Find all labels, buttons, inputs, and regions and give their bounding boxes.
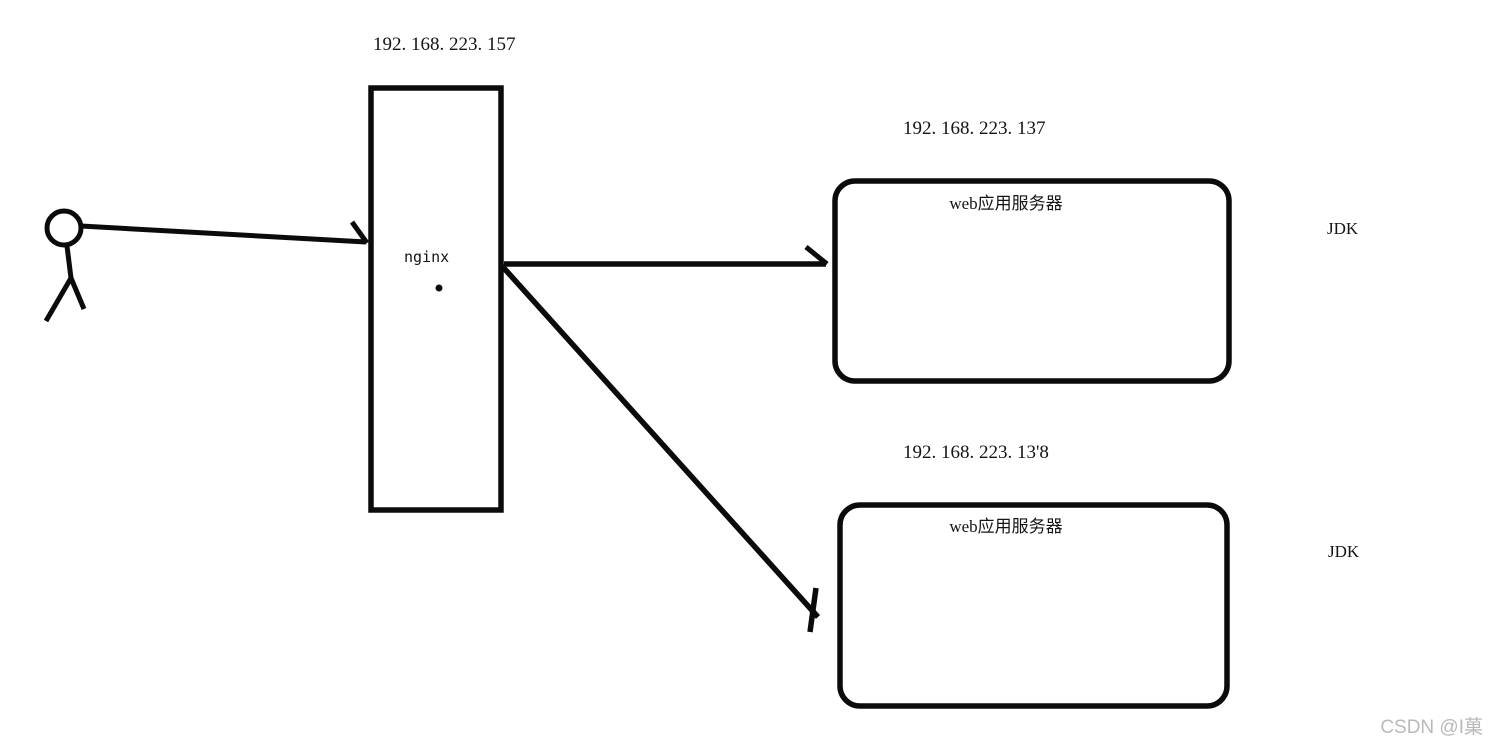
arrow-nginx-to-server1 <box>504 245 829 267</box>
arrow-head <box>804 245 829 266</box>
server2-label: web应用服务器 <box>949 517 1062 536</box>
server2-box <box>837 502 1230 709</box>
user-leg-right <box>68 277 87 310</box>
watermark: CSDN @I菓 <box>1380 716 1483 738</box>
arrow-head <box>349 220 370 245</box>
nginx-dot <box>435 284 443 292</box>
nginx-box <box>368 85 504 513</box>
arrow-shaft <box>80 223 367 245</box>
server1-ip-label: 192. 168. 223. 137 <box>903 118 1046 139</box>
user-head <box>44 208 84 248</box>
arrow-user-to-nginx <box>80 220 370 245</box>
user-figure <box>43 208 87 323</box>
server1-jdk-label: JDK <box>1327 219 1359 238</box>
user-body <box>64 245 74 279</box>
nginx-node: 192. 168. 223. 157 nginx <box>368 34 516 513</box>
server1-node: 192. 168. 223. 137 web应用服务器 JDK <box>832 118 1359 384</box>
nginx-ip-label: 192. 168. 223. 157 <box>373 34 516 55</box>
arrow-nginx-to-server2 <box>499 264 821 633</box>
user-leg-left <box>43 276 74 323</box>
arrow-head <box>807 587 819 633</box>
server1-label: web应用服务器 <box>949 194 1062 213</box>
server2-node: 192. 168. 223. 13'8 web应用服务器 JDK <box>837 442 1360 709</box>
nginx-label: nginx <box>404 248 449 266</box>
arrow-shaft <box>499 264 821 619</box>
server1-box <box>832 178 1232 384</box>
server2-jdk-label: JDK <box>1328 542 1360 561</box>
server2-ip-label: 192. 168. 223. 13'8 <box>903 442 1049 463</box>
